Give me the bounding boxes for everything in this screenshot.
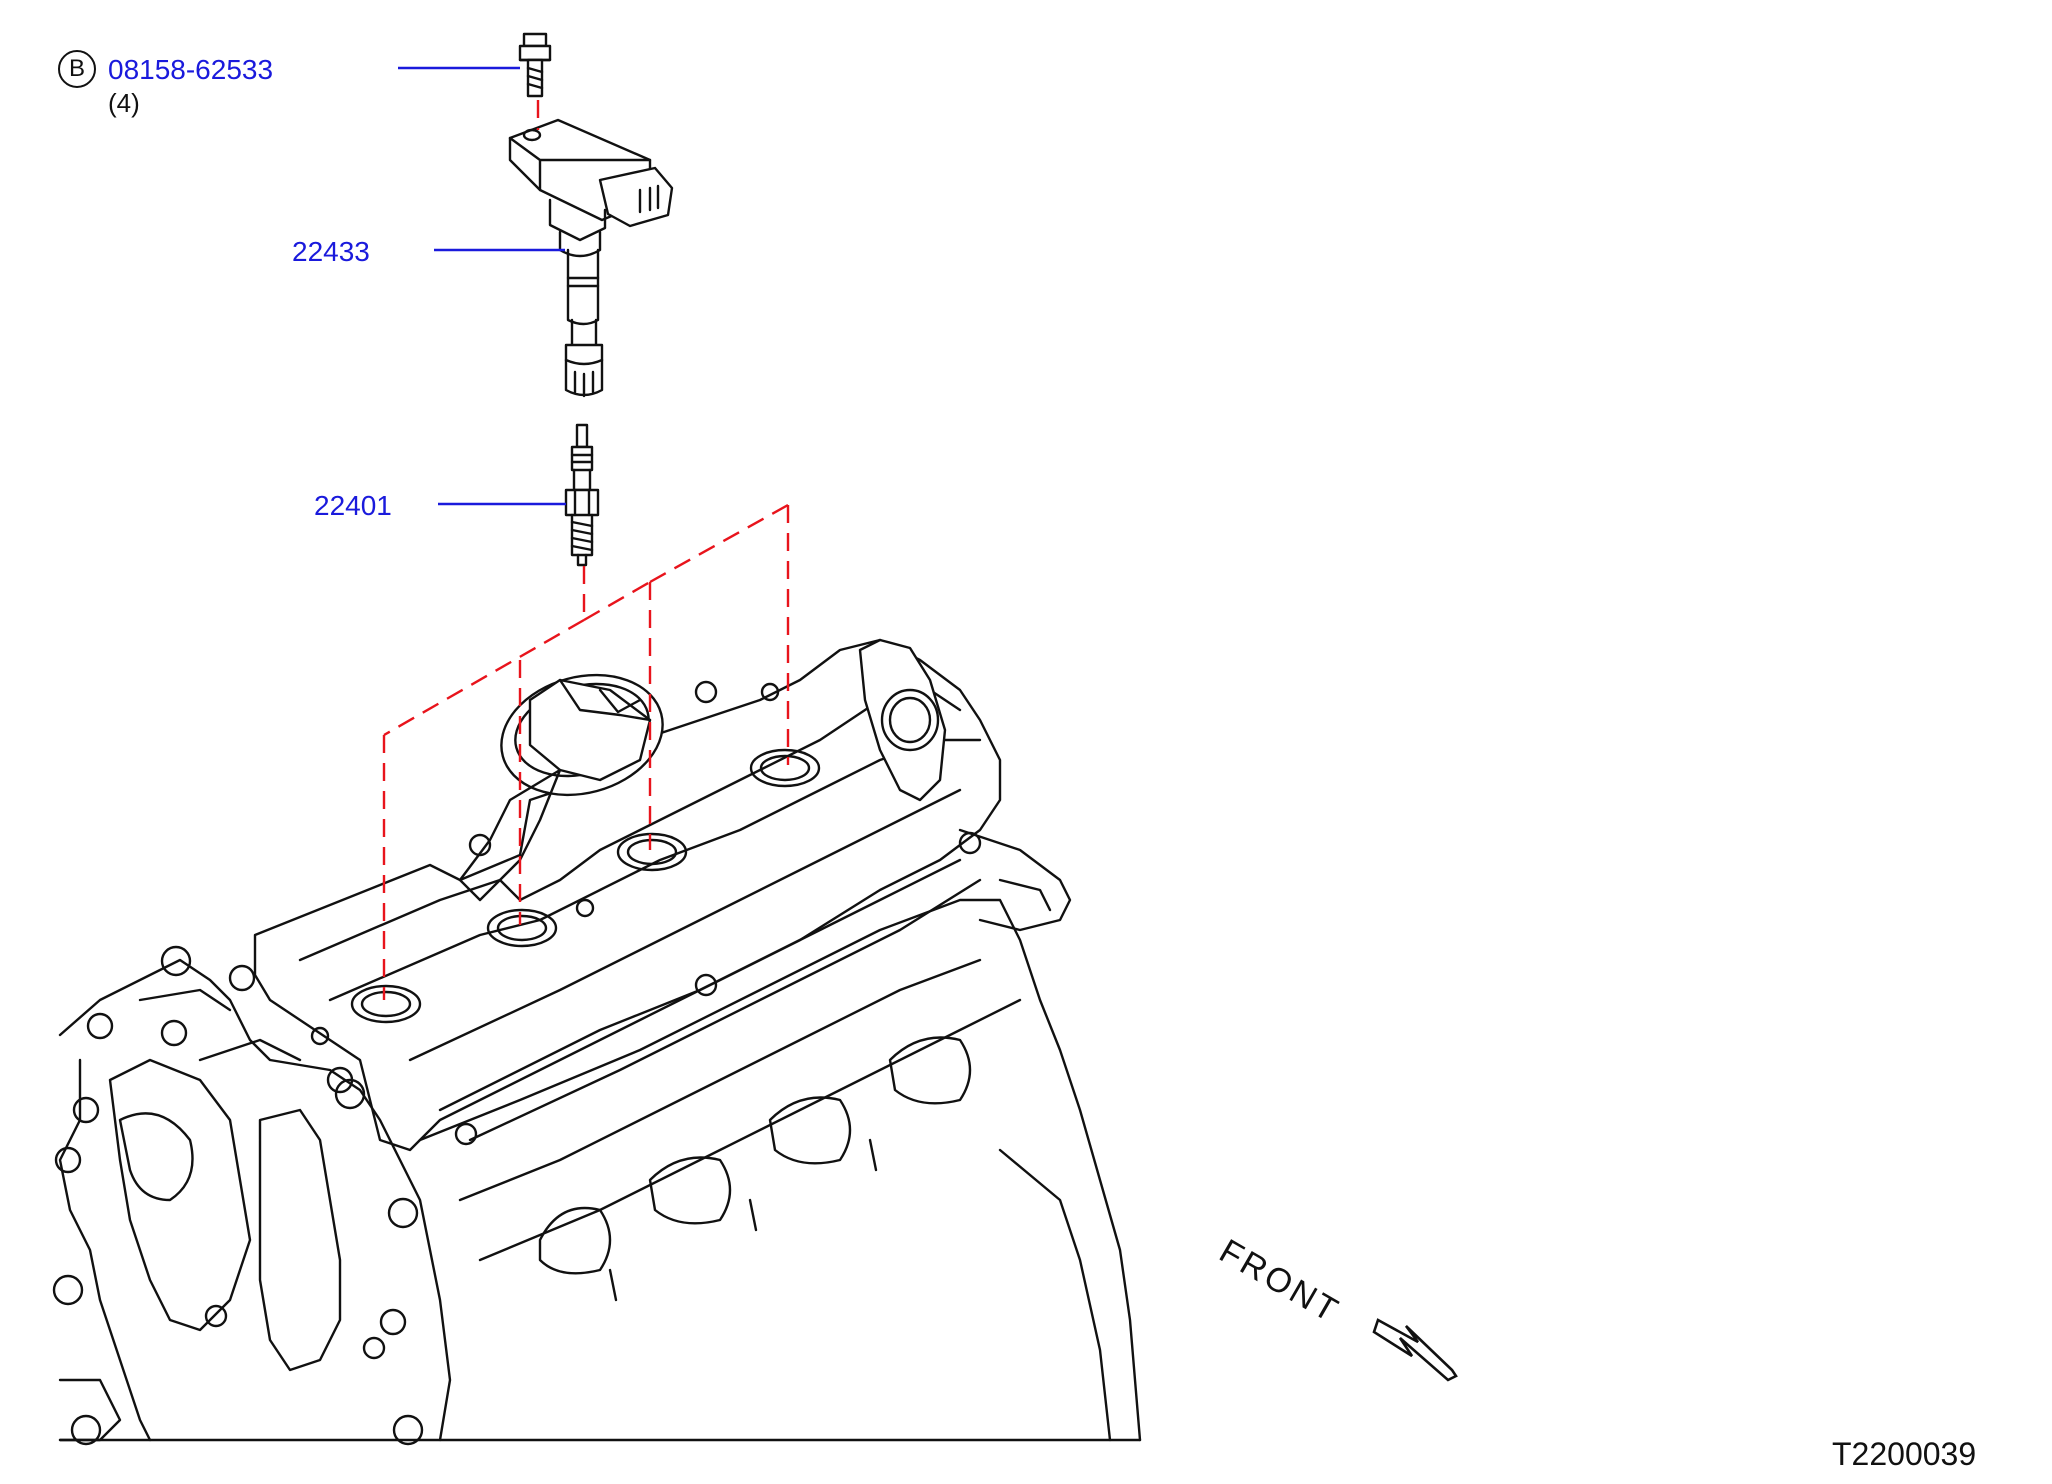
bolt-symbol-circle: B [58, 50, 96, 88]
engine-drawing [52, 638, 1142, 1446]
leader-lines [398, 66, 566, 506]
hidden-lines [382, 100, 790, 1000]
spark-plug-part-number[interactable]: 22401 [314, 490, 392, 521]
spark-plug-drawing [564, 423, 600, 567]
ignition-coil-part-number[interactable]: 22433 [292, 236, 370, 267]
bolt-quantity: (4) [108, 88, 140, 118]
front-arrow-icon [1372, 1318, 1458, 1382]
drawing-number: T2200039 [1832, 1436, 1977, 1472]
bolt-drawing [518, 32, 552, 98]
bolt-part-number[interactable]: 08158-62533 [108, 54, 274, 85]
ignition-coil-drawing [508, 118, 674, 398]
